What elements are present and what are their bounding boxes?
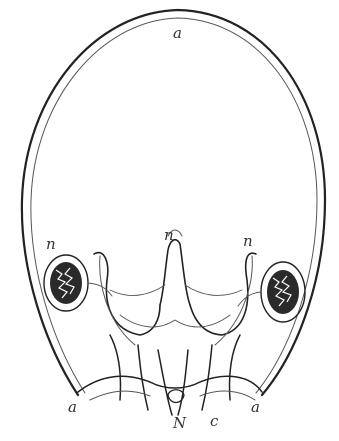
label-bottom-right-a: a — [251, 398, 260, 416]
outer-shell — [22, 10, 325, 395]
label-bottom-center-n: N — [172, 414, 187, 432]
central-structure — [78, 230, 262, 415]
label-center-n: n — [164, 226, 174, 244]
label-bottom-left-a: a — [68, 398, 77, 416]
label-right-n: n — [243, 232, 253, 250]
left-oval-organ — [44, 255, 112, 311]
label-bottom-right-c: c — [210, 412, 219, 430]
label-top-a: a — [173, 24, 182, 42]
label-left-n: n — [46, 235, 56, 253]
